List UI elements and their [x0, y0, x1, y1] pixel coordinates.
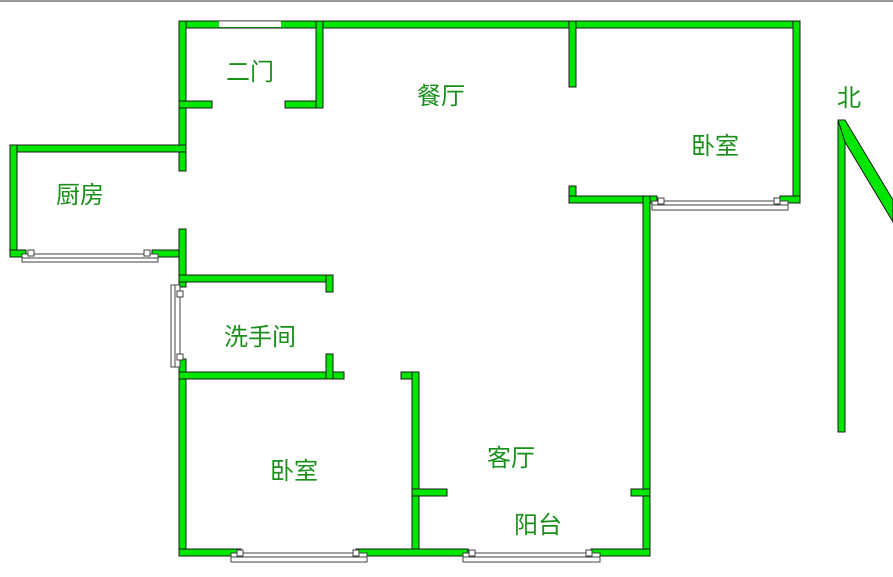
wall-bathroom-bottom	[178, 371, 345, 380]
north-arrow-icon	[837, 119, 893, 433]
wall-balcony-stub	[411, 488, 448, 497]
wall-bathroom-top	[178, 274, 334, 283]
wall-partition-upper	[568, 20, 577, 88]
label-bedroom-north: 卧室	[691, 132, 739, 160]
walls	[9, 20, 801, 557]
wall-left-lower-top	[178, 228, 187, 288]
wall-south-bedroom-right	[411, 371, 420, 557]
room-labels: 二门 餐厅 卧室 厨房 洗手间 卧室 客厅 阳台 北	[56, 58, 861, 539]
label-balcony: 阳台	[514, 511, 562, 539]
window-bathroom	[170, 284, 184, 368]
wall-kitchen-top	[9, 144, 187, 153]
label-kitchen: 厨房	[56, 181, 104, 209]
window-balcony	[462, 549, 601, 563]
label-living-room: 客厅	[487, 444, 535, 472]
wall-bathroom-top-stub	[325, 274, 334, 293]
wall-left-lower-bottom	[178, 358, 187, 557]
wall-bedroom-north-bottom-left	[568, 195, 658, 204]
label-second-door: 二门	[226, 58, 274, 86]
wall-second-door-vertical	[315, 20, 324, 109]
wall-kitchen-left	[9, 144, 18, 258]
wall-living-right-stub	[630, 488, 651, 497]
label-bathroom: 洗手间	[224, 323, 296, 351]
windows	[21, 197, 789, 563]
wall-second-door-left	[178, 100, 213, 109]
entry-door-gap	[219, 22, 281, 27]
window-bedroom-south	[230, 549, 368, 563]
label-compass-north: 北	[837, 84, 861, 112]
label-dining-room: 餐厅	[417, 82, 465, 110]
top-border-line	[0, 0, 893, 2]
wall-right-north	[792, 20, 801, 204]
window-bedroom-north	[651, 197, 789, 211]
wall-bathroom-bottom-stub	[325, 353, 334, 380]
window-kitchen	[21, 249, 159, 263]
wall-living-right	[642, 195, 651, 557]
label-bedroom-south: 卧室	[270, 457, 318, 485]
wall-left-upper	[178, 20, 187, 172]
wall-bottom-mid	[355, 548, 469, 557]
